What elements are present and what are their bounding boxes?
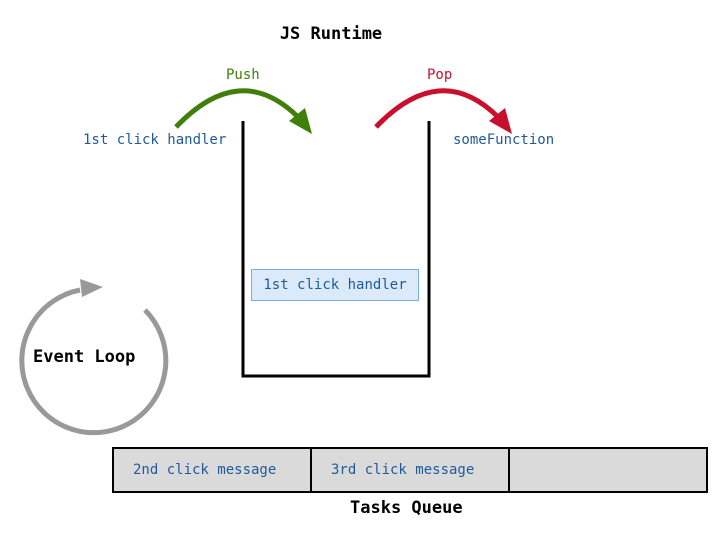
queue-cell: 2nd click message [114,449,310,491]
push-item-label: 1st click handler [83,132,227,148]
queue-cell: 3rd click message [310,449,508,491]
queue-cell-empty [508,449,706,491]
diagram-title: JS Runtime [279,24,383,44]
pop-label: Pop [427,67,453,83]
stack-frame: 1st click handler [251,269,419,301]
pop-item-label: someFunction [453,132,555,148]
pop-arrow [374,88,500,129]
call-stack-container [241,121,431,378]
push-arrowhead [289,108,312,134]
push-arrow [174,88,300,129]
stack-frame-label: 1st click handler [263,277,407,293]
pop-arrowhead [489,108,512,134]
event-loop-arrow [19,287,169,436]
event-loop-label: Event Loop [33,347,136,367]
tasks-queue: 2nd click message 3rd click message [112,447,708,493]
queue-cell-label: 3rd click message [331,462,475,478]
push-label: Push [226,67,260,83]
tasks-queue-label: Tasks Queue [350,498,463,518]
queue-cell-label: 2nd click message [133,462,277,478]
event-loop-arrowhead [80,279,103,297]
